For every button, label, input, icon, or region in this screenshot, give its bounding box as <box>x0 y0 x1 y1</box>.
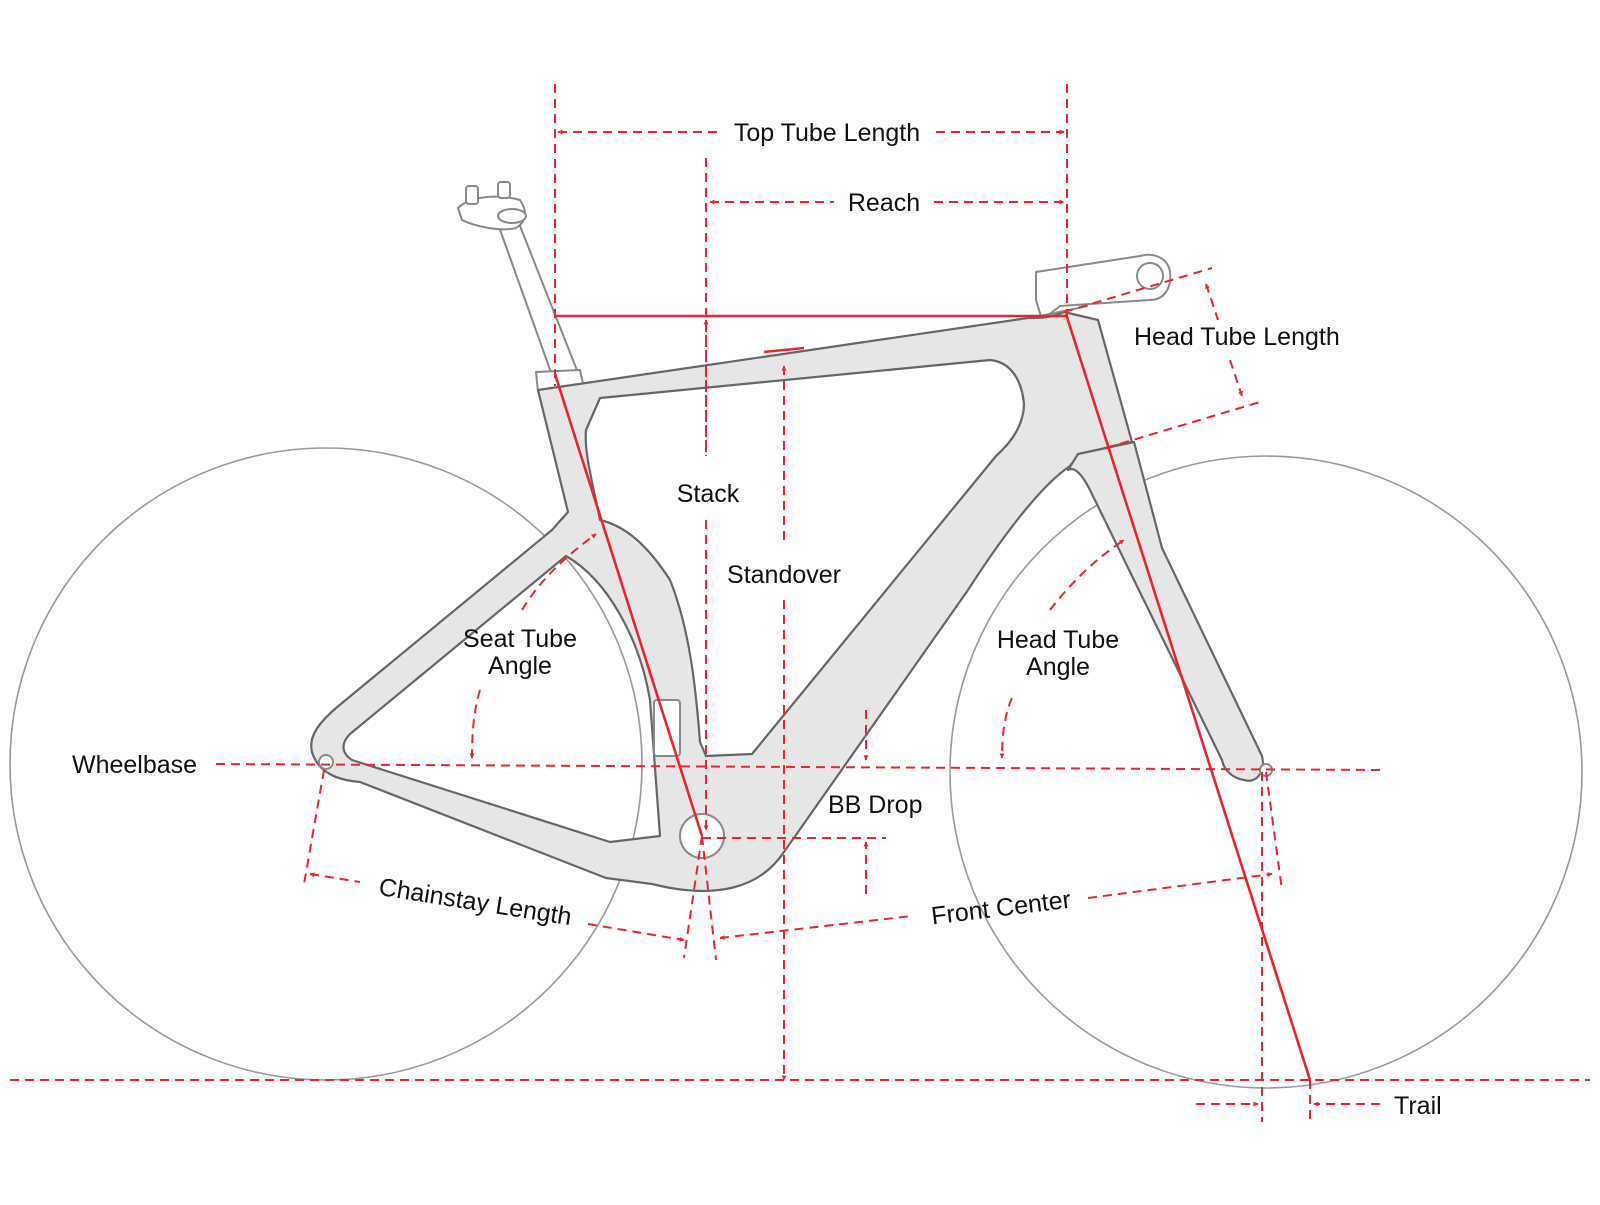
labels: Top Tube Length Reach Head Tube Length S… <box>72 119 1442 1120</box>
label-seat-tube-angle-line1: Seat Tube <box>463 625 577 653</box>
label-wheelbase: Wheelbase <box>72 751 197 779</box>
front-wheel <box>949 455 1583 1089</box>
label-seat-tube-angle-line2: Angle <box>488 652 552 680</box>
stem <box>1035 253 1172 321</box>
label-reach: Reach <box>848 189 920 217</box>
label-head-tube-length: Head Tube Length <box>1134 323 1340 351</box>
label-bb-drop: BB Drop <box>828 791 922 819</box>
label-trail: Trail <box>1394 1092 1442 1120</box>
label-stack: Stack <box>677 480 740 508</box>
frame <box>310 310 1134 893</box>
label-head-tube-angle-line1: Head Tube <box>997 626 1119 654</box>
fork <box>1066 440 1273 782</box>
label-chainstay-length: Chainstay Length <box>377 873 574 931</box>
dimension-lines <box>10 84 1590 1122</box>
label-standover: Standover <box>727 561 841 589</box>
label-top-tube-length: Top Tube Length <box>734 119 920 147</box>
label-head-tube-angle-line2: Angle <box>1026 653 1090 681</box>
label-front-center: Front Center <box>930 886 1073 931</box>
seatpost <box>457 181 585 393</box>
rear-axle <box>318 754 334 770</box>
